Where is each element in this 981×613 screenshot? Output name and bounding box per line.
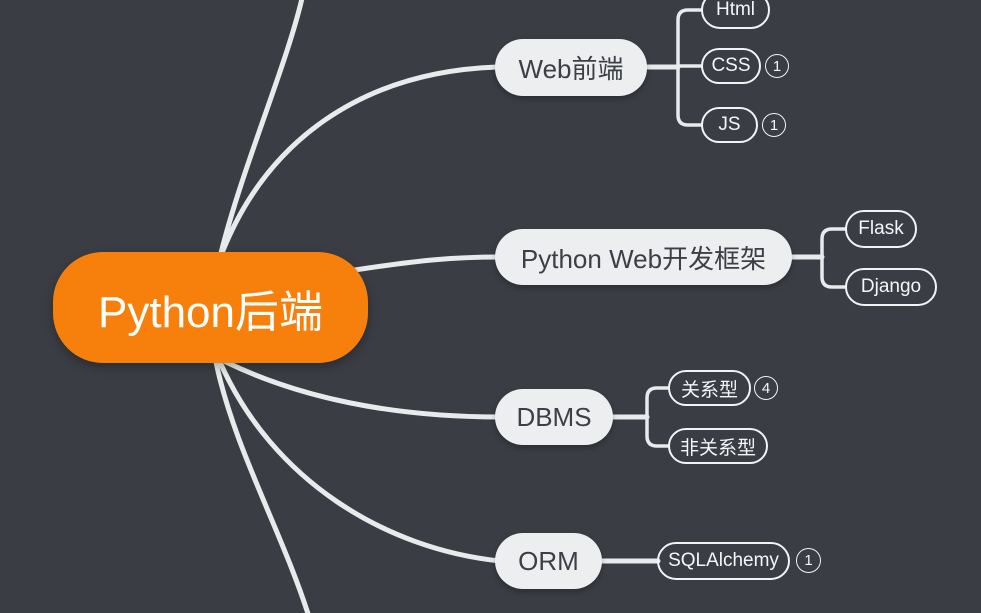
bracket-python-web-spine — [820, 227, 847, 289]
curve-root-to-dbms — [223, 359, 503, 420]
branch-node-python-web-framework[interactable]: Python Web开发框架 — [495, 229, 792, 285]
child-node-relational[interactable]: 关系型 — [668, 370, 751, 406]
child-node-js[interactable]: JS — [701, 107, 758, 143]
expand-badge-sqlalchemy[interactable]: 1 — [796, 548, 821, 573]
child-node-django[interactable]: Django — [845, 268, 937, 306]
expand-badge-css[interactable]: 1 — [765, 54, 789, 78]
branch-node-dbms[interactable]: DBMS — [495, 389, 613, 445]
child-node-sqlalchemy[interactable]: SQLAlchemy — [657, 542, 790, 580]
child-node-html[interactable]: Html — [701, 0, 770, 29]
child-node-non-relational[interactable]: 非关系型 — [668, 428, 768, 464]
branch-node-web-frontend[interactable]: Web前端 — [495, 39, 647, 96]
curve-root-to-orm — [217, 359, 503, 564]
child-node-flask[interactable]: Flask — [845, 210, 917, 248]
bracket-dbms-spine — [645, 386, 670, 448]
curve-root-to-offscreen-bottom — [213, 359, 311, 613]
branch-node-orm[interactable]: ORM — [495, 533, 602, 589]
curve-root-to-python-web — [352, 254, 503, 273]
curve-root-to-offscreen-top — [218, 0, 305, 256]
root-node-python-backend[interactable]: Python后端 — [53, 252, 368, 363]
expand-badge-js[interactable]: 1 — [762, 113, 786, 137]
child-node-css[interactable]: CSS — [701, 48, 761, 84]
expand-badge-relational[interactable]: 4 — [754, 376, 778, 400]
curve-root-to-web-frontend — [219, 64, 500, 256]
